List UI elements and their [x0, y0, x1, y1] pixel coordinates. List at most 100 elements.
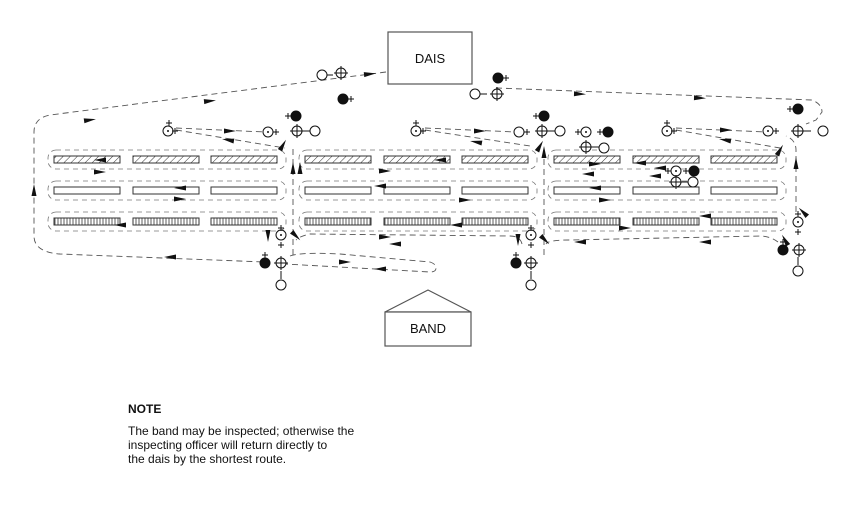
open-circle-icon — [598, 142, 610, 154]
rank-hatched — [461, 155, 529, 164]
arrow-icon — [222, 138, 235, 144]
arrow-icon — [363, 72, 376, 78]
arrow-icon — [297, 162, 303, 174]
arrow-icon — [389, 241, 401, 247]
rank-vertical-bars — [132, 217, 200, 226]
rank-hatched — [383, 155, 451, 164]
rank-vertical-bars — [304, 217, 372, 226]
filled-circle-icon — [688, 165, 700, 177]
rank-plain — [461, 186, 529, 195]
arrow-icon — [699, 239, 711, 245]
personnel-symbols — [162, 66, 829, 291]
left-block — [47, 149, 287, 232]
arrow-icon — [719, 138, 732, 144]
row-loop — [298, 149, 538, 170]
plus-icon — [533, 113, 539, 119]
route-center-return — [424, 129, 531, 147]
route-lines — [33, 71, 823, 273]
rank-hatched — [210, 155, 278, 164]
open-circle-icon — [513, 126, 525, 138]
arrow-icon — [470, 140, 483, 146]
plus-icon — [420, 128, 426, 134]
filled-circle-icon — [602, 126, 614, 138]
dotted-circle-icon — [792, 216, 804, 228]
arrow-icon — [459, 197, 471, 203]
dais: DAIS — [387, 31, 473, 85]
dotted-circle-icon — [410, 125, 422, 137]
rank-vertical-bars — [632, 217, 700, 226]
open-circle-icon — [792, 265, 804, 277]
arrow-icon — [374, 183, 386, 189]
crosshair-circle-icon — [524, 256, 538, 270]
crosshair-circle-icon — [490, 87, 504, 101]
plus-icon — [348, 96, 354, 102]
plus-icon — [413, 120, 419, 126]
open-circle-icon — [687, 176, 699, 188]
arrow-icon — [164, 254, 176, 260]
rank-vertical-bars — [461, 217, 529, 226]
plus-icon — [278, 225, 284, 231]
open-circle-icon — [525, 279, 537, 291]
dais-label: DAIS — [415, 51, 446, 66]
filled-circle-icon — [510, 257, 522, 269]
crosshair-circle-icon — [792, 243, 806, 257]
route-band-loop — [284, 252, 437, 273]
rank-plain — [383, 186, 451, 195]
note: NOTE The band may be inspected; otherwis… — [128, 402, 448, 466]
open-circle-icon — [275, 279, 287, 291]
arrow-icon — [203, 99, 216, 105]
arrow-icon — [515, 234, 521, 246]
arrow-icon — [774, 144, 783, 157]
crosshair-circle-icon — [274, 256, 288, 270]
rank-plain — [304, 186, 372, 195]
arrow-icon — [589, 161, 601, 167]
crosshair-circle-icon — [669, 175, 683, 189]
plus-icon — [665, 168, 671, 174]
dotted-circle-icon — [262, 126, 274, 138]
plus-icon — [671, 128, 677, 134]
plus-icon — [285, 113, 291, 119]
plus-icon — [262, 252, 268, 258]
arrow-icon — [174, 185, 186, 191]
arrow-icon — [574, 239, 586, 245]
dotted-circle-icon — [275, 229, 287, 241]
rank-hatched — [304, 155, 372, 164]
arrow-icon — [277, 139, 286, 152]
row-loop — [47, 211, 287, 232]
open-circle-icon — [817, 125, 829, 137]
plus-icon — [780, 239, 786, 245]
plus-icon — [787, 106, 793, 112]
band: BAND — [384, 289, 472, 347]
arrow-icon — [379, 168, 391, 174]
plus-icon — [513, 252, 519, 258]
dotted-circle-icon — [762, 125, 774, 137]
row-loop — [298, 211, 538, 232]
arrow-icon — [224, 128, 236, 134]
route-bottom-center — [295, 233, 523, 245]
plus-icon — [273, 129, 279, 135]
route-arrows — [31, 72, 810, 272]
plus-icon — [795, 229, 801, 235]
filled-circle-icon — [259, 257, 271, 269]
rank-plain — [553, 186, 621, 195]
arrow-icon — [290, 162, 296, 174]
arrow-icon — [793, 157, 799, 169]
arrow-icon — [582, 171, 594, 177]
arrow-icon — [699, 213, 711, 219]
rank-vertical-bars — [383, 217, 451, 226]
dotted-circle-icon — [661, 125, 673, 137]
note-line: inspecting officer will return directly … — [128, 438, 328, 452]
arrow-icon — [619, 225, 631, 231]
plus-icon — [664, 120, 670, 126]
arrow-icon — [589, 185, 601, 191]
crosshair-circle-icon — [334, 66, 348, 80]
route-bottom-right — [545, 235, 779, 245]
arrow-icon — [31, 184, 37, 196]
crosshair-circle-icon — [579, 140, 593, 154]
rank-hatched — [632, 155, 700, 164]
arrow-icon — [654, 165, 666, 171]
arrow-icon — [94, 157, 106, 163]
plus-icon — [795, 211, 801, 217]
row-loop — [547, 180, 787, 201]
rank-hatched — [710, 155, 778, 164]
